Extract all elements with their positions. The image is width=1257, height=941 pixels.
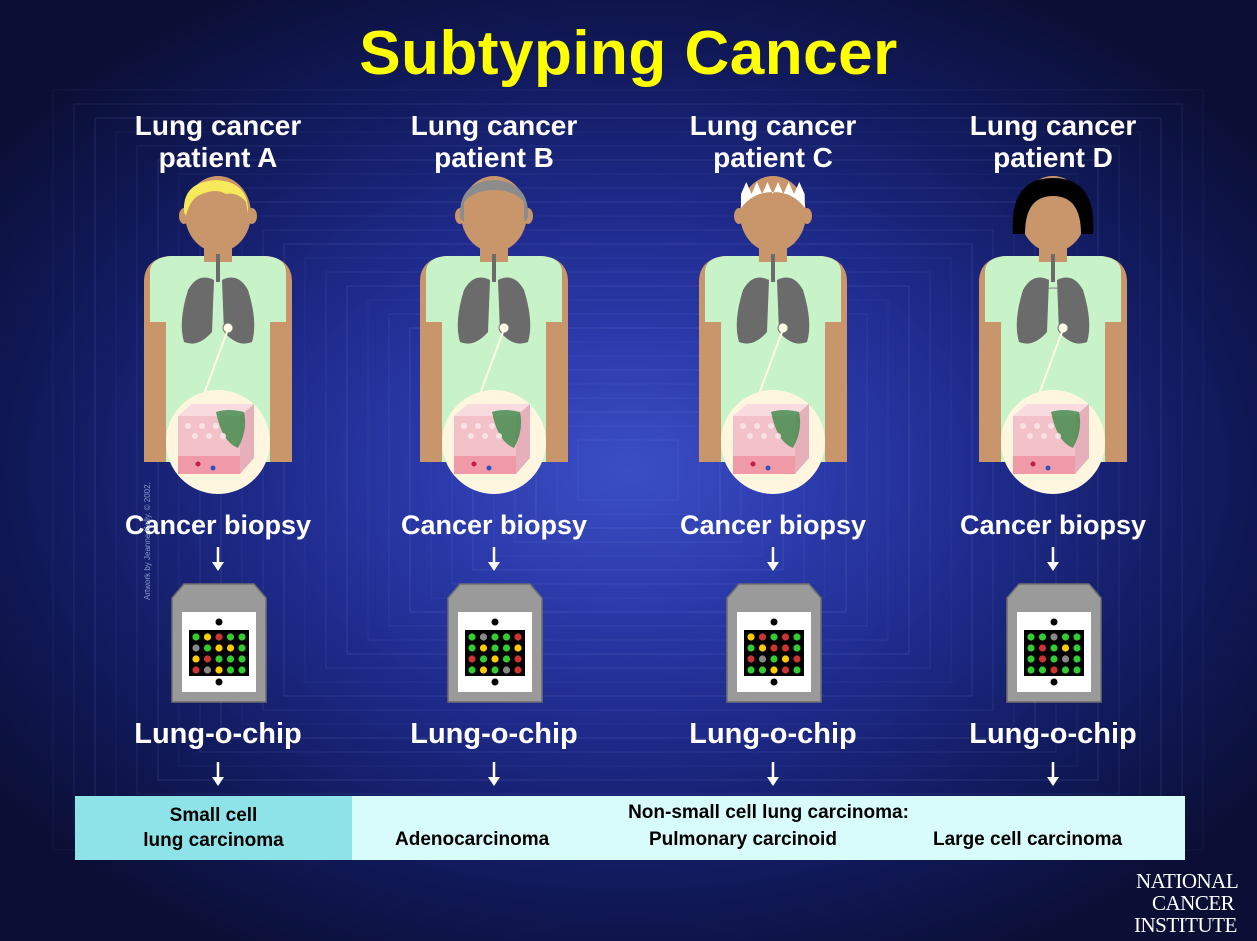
lung-o-chip-a xyxy=(164,578,274,708)
lung-o-chip-c xyxy=(719,578,829,708)
patient-label-line1: Lung cancer xyxy=(98,110,338,142)
patient-c-label: Lung cancer patient C xyxy=(653,110,893,174)
patient-a-label: Lung cancer patient A xyxy=(98,110,338,174)
patient-d-label: Lung cancer patient D xyxy=(933,110,1173,174)
small-cell-box: Small cell lung carcinoma xyxy=(75,796,352,860)
nci-logo: NATIONAL CANCER INSTITUTE xyxy=(1132,868,1254,938)
small-cell-line2: lung carcinoma xyxy=(75,828,352,853)
down-arrow-icon xyxy=(1043,762,1063,786)
patient-a-figure xyxy=(98,172,338,542)
non-small-cell-box: Non-small cell lung carcinoma: Adenocarc… xyxy=(352,796,1185,860)
subtype-adenocarcinoma: Adenocarcinoma xyxy=(395,829,549,851)
patient-b-chip-label: Lung-o-chip xyxy=(374,718,614,751)
patient-label-line2: patient B xyxy=(374,142,614,174)
subtype-pulmonary-carcinoid: Pulmonary carcinoid xyxy=(649,829,837,851)
non-small-cell-header: Non-small cell lung carcinoma: xyxy=(352,802,1185,824)
down-arrow-icon xyxy=(208,547,228,571)
slide-title: Subtyping Cancer xyxy=(0,18,1257,89)
patient-label-line2: patient C xyxy=(653,142,893,174)
down-arrow-icon xyxy=(1043,547,1063,571)
down-arrow-icon xyxy=(763,762,783,786)
lung-o-chip-b xyxy=(440,578,550,708)
patient-a-biopsy-label: Cancer biopsy xyxy=(78,510,358,541)
patient-label-line1: Lung cancer xyxy=(933,110,1173,142)
patient-label-line2: patient A xyxy=(98,142,338,174)
patient-b-label: Lung cancer patient B xyxy=(374,110,614,174)
artwork-credit: Artwork by Jeanne Kelly. © 2002. xyxy=(143,482,152,600)
down-arrow-icon xyxy=(763,547,783,571)
down-arrow-icon xyxy=(484,762,504,786)
classification-box: Small cell lung carcinoma Non-small cell… xyxy=(75,796,1185,860)
patient-d-biopsy-label: Cancer biopsy xyxy=(913,510,1193,541)
patient-c-figure xyxy=(653,172,893,542)
patient-label-line1: Lung cancer xyxy=(653,110,893,142)
down-arrow-icon xyxy=(208,762,228,786)
patient-label-line2: patient D xyxy=(933,142,1173,174)
patient-a-chip-label: Lung-o-chip xyxy=(98,718,338,751)
patient-d-chip-label: Lung-o-chip xyxy=(933,718,1173,751)
patient-c-biopsy-label: Cancer biopsy xyxy=(633,510,913,541)
logo-line2: CANCER xyxy=(1152,891,1235,915)
patient-c-chip-label: Lung-o-chip xyxy=(653,718,893,751)
lung-o-chip-d xyxy=(999,578,1109,708)
patient-b-biopsy-label: Cancer biopsy xyxy=(354,510,634,541)
logo-line1: NATIONAL xyxy=(1136,869,1238,893)
patient-b-figure xyxy=(374,172,614,542)
patient-d-figure xyxy=(933,172,1173,542)
logo-line3: INSTITUTE xyxy=(1134,913,1237,937)
down-arrow-icon xyxy=(484,547,504,571)
patient-label-line1: Lung cancer xyxy=(374,110,614,142)
small-cell-line1: Small cell xyxy=(75,803,352,828)
subtype-large-cell-carcinoma: Large cell carcinoma xyxy=(933,829,1122,851)
